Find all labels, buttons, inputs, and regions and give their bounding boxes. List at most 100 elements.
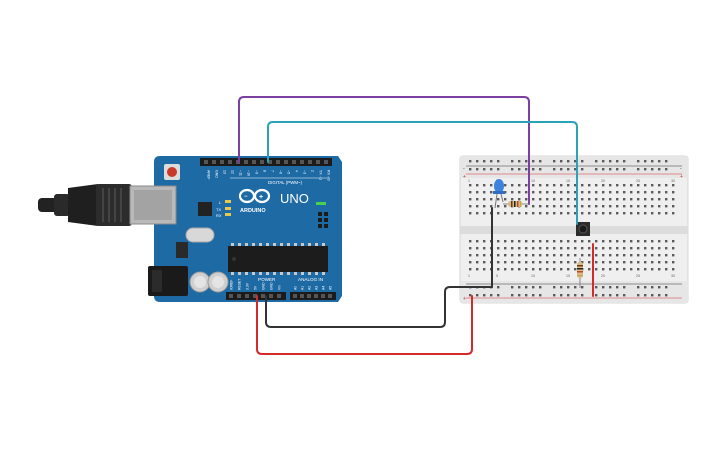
column-number: 30 [671,179,675,183]
arduino-uno-board: L TX RX − + ARDUINO UNO AREF GND 13 12 ~11 ~1… [129,156,342,302]
svg-text:+: + [259,194,263,201]
header-pin [252,160,256,164]
header-pin [314,294,318,298]
digital-pin-label: ~9 [255,170,259,174]
column-number: 1 [468,274,470,278]
arduino-logo-icon [238,188,271,204]
digital-pin-label: AREF [207,170,211,180]
column-number: 1 [468,179,470,183]
digital-pin-label: 13 [223,170,227,174]
column-number: 20 [601,179,605,183]
pushbutton [576,222,590,236]
header-pin [300,294,304,298]
column-number: 20 [601,274,605,278]
ground-wire [265,286,493,328]
rail-minus-label-right: - [680,166,682,172]
rail-plus-label-bottom: + [463,296,466,302]
digital-pin-label: GND [215,170,219,178]
arduino-logo-text: ARDUINO [240,208,266,214]
digital-pin-label: ~5 [287,170,291,174]
rail-plus-label-right: + [680,174,683,180]
header-pin [261,294,265,298]
header-pin [260,160,264,164]
analog-pin-label: A3 [315,286,319,290]
power-pin-label: GND [262,282,266,290]
analog-pin-label: A4 [322,286,326,290]
digital-pin-label: 2 [311,170,315,172]
header-pin [328,294,332,298]
signal-wire-cyan [267,121,578,225]
signal-wire-purple [238,96,530,205]
crystal-oscillator [185,227,215,243]
power-wire [256,295,473,355]
digital-pin-label: 7 [271,170,275,172]
header-pin [324,160,328,164]
header-pin [204,160,208,164]
header-pin [229,294,233,298]
header-pin [284,160,288,164]
digital-header [200,158,332,166]
resistor [503,201,528,207]
digital-pin-label: ~10 [247,170,251,176]
digital-header-label: DIGITAL (PWM~) [268,180,303,185]
header-pin [253,294,257,298]
board-model-label: UNO [280,191,309,206]
power-pin-label: 5V [254,285,258,290]
digital-pin-label: ~3 [303,170,307,174]
breadboard: - + - + - + 115510101515202025253030 [459,155,689,304]
blue-led [493,179,505,209]
power-pin-label: Vin [278,285,282,290]
digital-pin-label: 4 [295,170,299,172]
column-number: 25 [636,274,640,278]
analog-header-label: ANALOG IN [298,277,323,282]
analog-pin-label: A0 [294,286,298,290]
digital-pin-label: RX←0 [327,170,331,181]
column-number: 10 [531,274,535,278]
column-number: 15 [566,179,570,183]
power-pin-label: GND [270,282,274,290]
digital-pin-label: TX→1 [319,170,323,180]
column-number: 5 [496,274,498,278]
digital-pin-label: 8 [263,170,267,172]
digital-pin-label: 12 [231,170,235,174]
digital-pin-label: ~11 [239,170,243,176]
column-number: 15 [566,274,570,278]
column-number: 25 [636,179,640,183]
atmega-chip [228,246,328,272]
svg-text:−: − [244,194,248,200]
analog-pin-label: A5 [329,286,333,290]
header-pin [244,160,248,164]
header-pin [268,160,272,164]
analog-pin-label: A2 [308,286,312,290]
usb-cable [38,184,132,226]
header-pin [277,294,281,298]
led-l-label: L [219,200,222,205]
header-pin [269,294,273,298]
header-pin [307,294,311,298]
power-pin-label: 3.3V [246,282,250,290]
header-pin [316,160,320,164]
rail-minus-label: - [463,166,465,172]
power-pin-label: IOREF [230,280,234,290]
header-pin [308,160,312,164]
header-pin [220,160,224,164]
pull-down-resistor [577,258,583,288]
header-pin [293,294,297,298]
rail-plus-label: + [463,174,466,180]
power-pin-label: RESET [238,279,242,290]
column-number: 10 [531,179,535,183]
led-rx-label: RX [216,213,222,218]
header-pin [300,160,304,164]
usb-chip [198,202,212,216]
header-pin [237,294,241,298]
analog-pin-label: A1 [301,286,305,290]
power-header-label: POWER [258,277,276,282]
header-pin [245,294,249,298]
header-pin [292,160,296,164]
digital-pin-label: ~6 [279,170,283,174]
led-tx-label: TX [216,207,221,212]
header-pin [228,160,232,164]
header-pin [276,160,280,164]
header-pin [321,294,325,298]
